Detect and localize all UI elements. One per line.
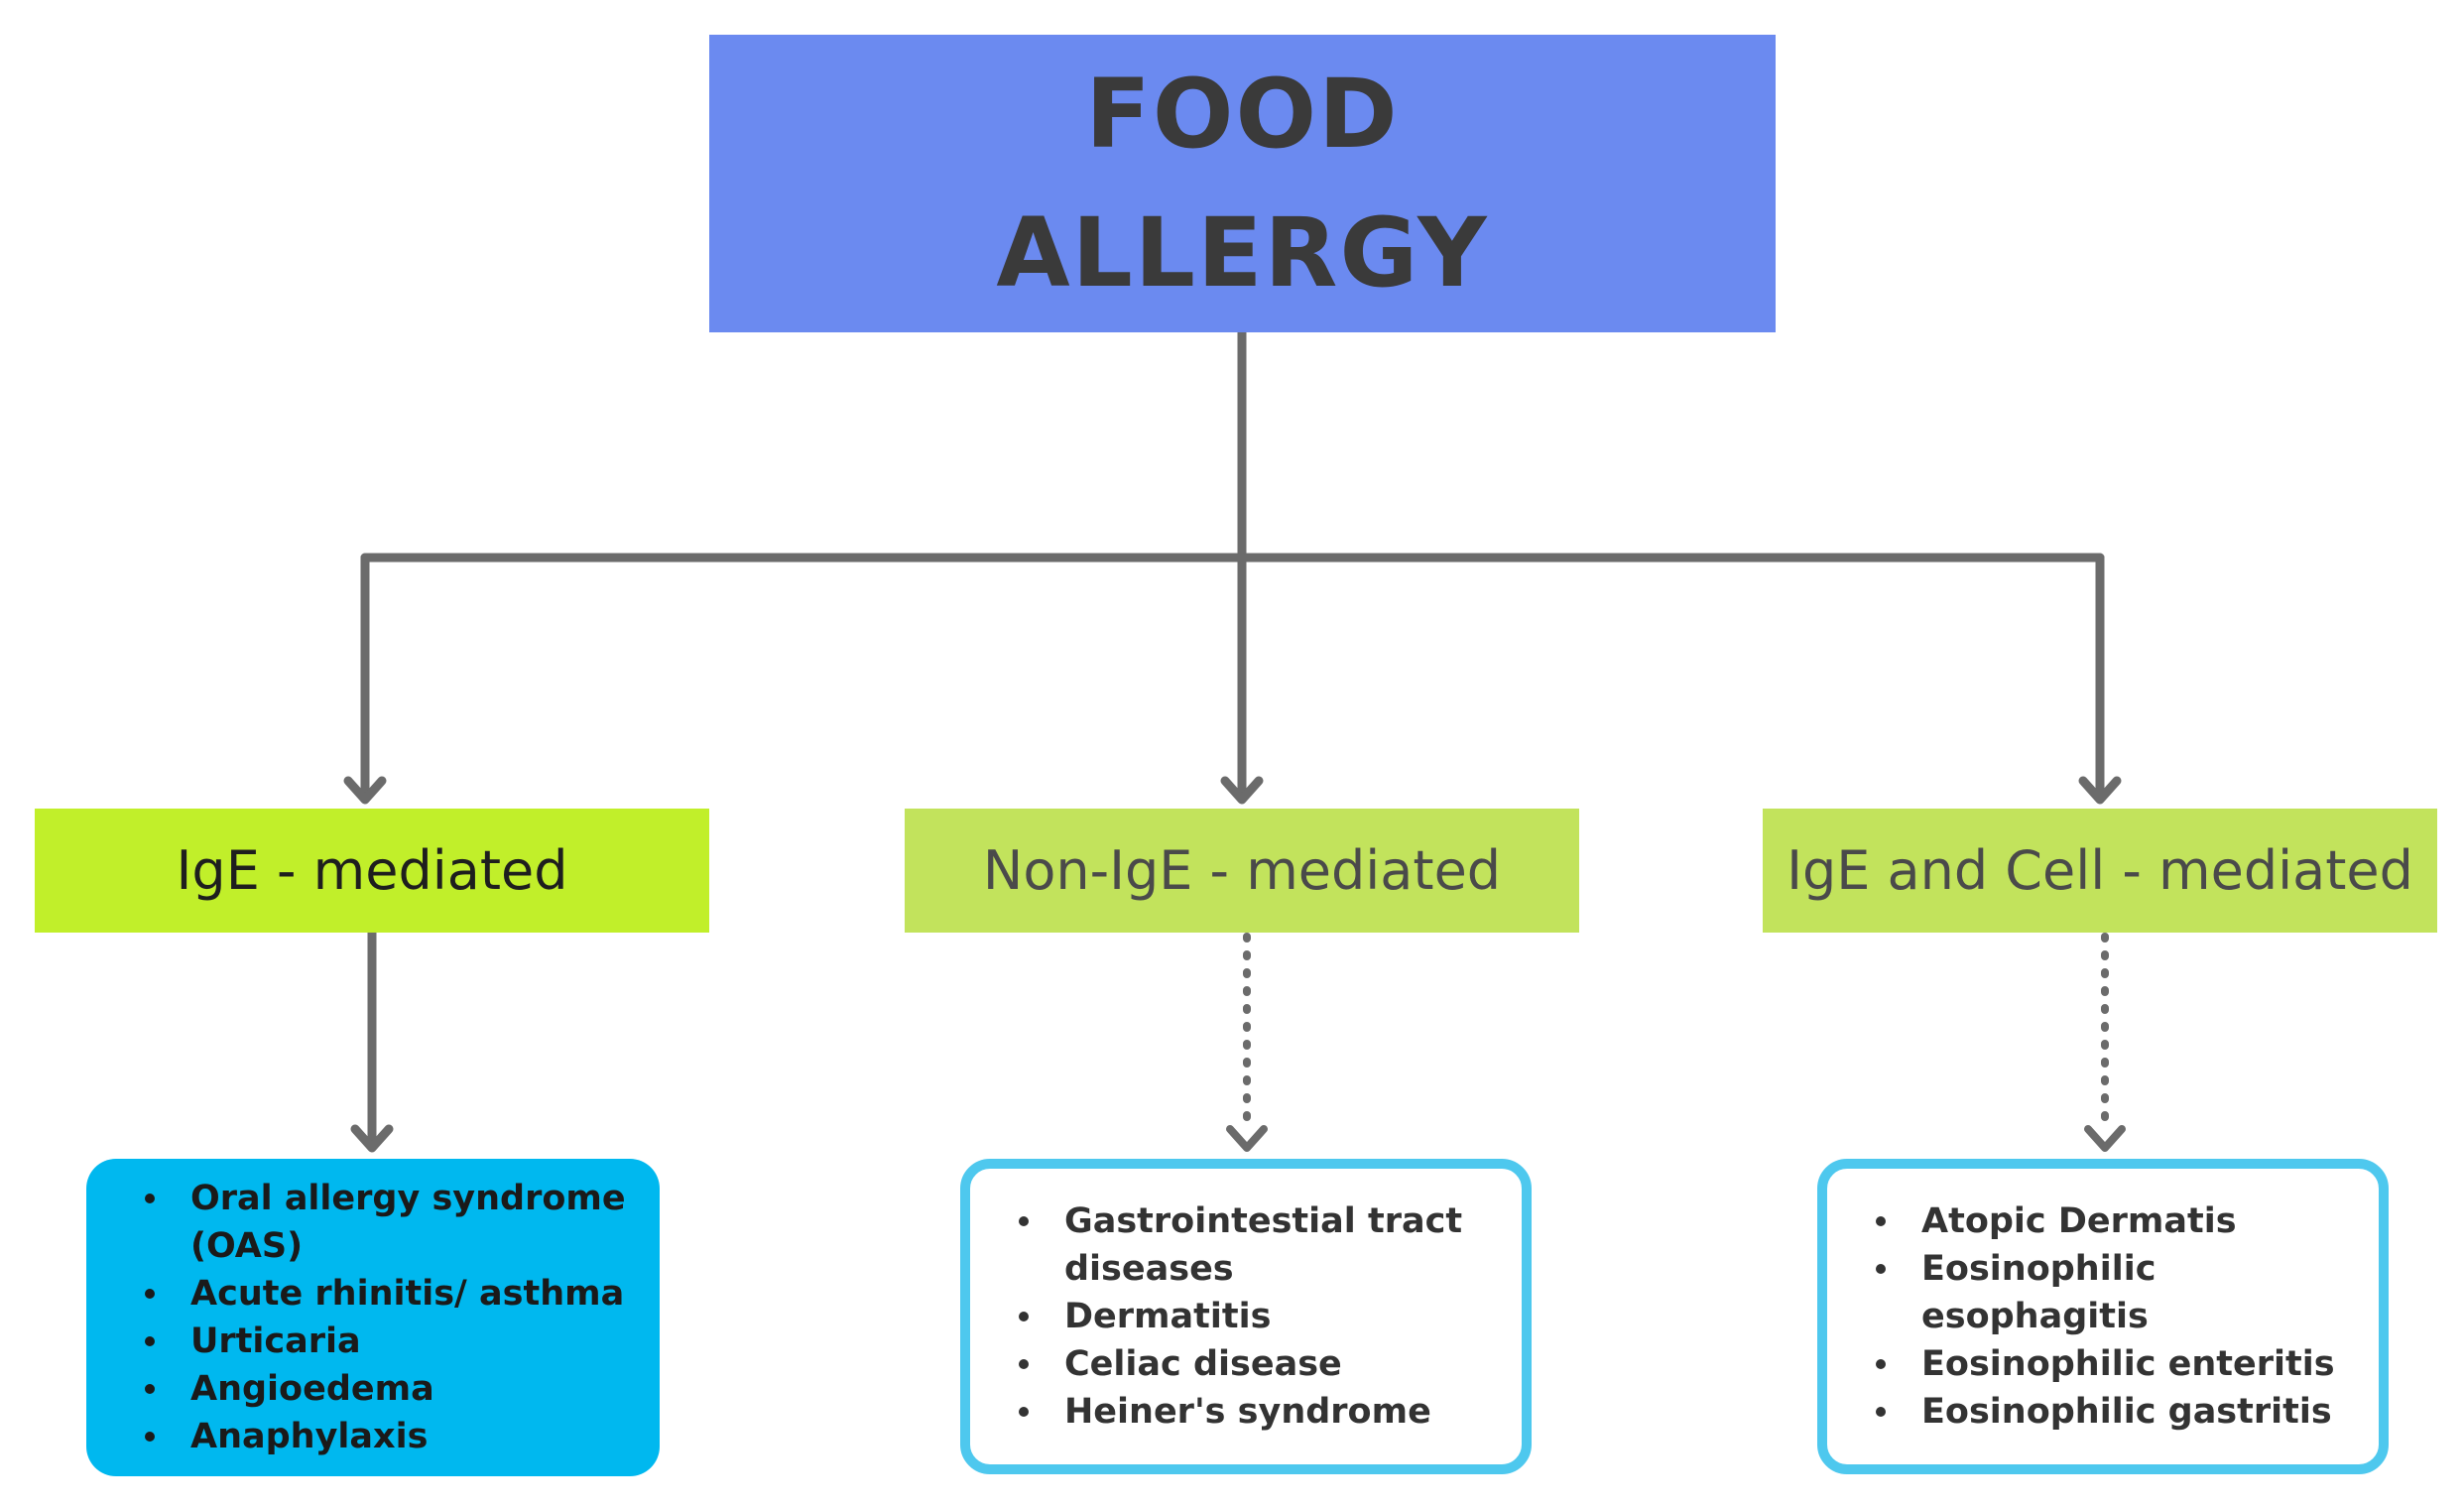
arrowhead-cell	[2078, 776, 2122, 805]
ige-cell-conditions-list: Atopic Dermatis Eosinophilic esophagitis…	[1872, 1197, 2369, 1436]
category-label-non-ige: Non-IgE - mediated	[982, 839, 1502, 902]
ige-conditions-box: Oral allergy syndrome (OAS) Acute rhinit…	[86, 1159, 660, 1476]
list-item: Angioedema	[141, 1365, 640, 1413]
list-item: Heiner's syndrome	[1015, 1388, 1502, 1436]
list-item: Atopic Dermatis	[1872, 1197, 2369, 1245]
arrowhead-cell-list	[2084, 1125, 2126, 1152]
list-item: Gastrointestial tract diseases	[1015, 1197, 1502, 1293]
food-allergy-root-node: FOOD ALLERGY	[709, 35, 1776, 332]
list-item: Anaphylaxis	[141, 1413, 640, 1460]
root-title-line-1: FOOD	[1085, 59, 1400, 170]
list-item: Eosinophilic enteritis	[1872, 1340, 2369, 1388]
root-title-line-2: ALLERGY	[996, 197, 1489, 309]
list-item: Oral allergy syndrome (OAS)	[141, 1175, 640, 1270]
arrowhead-nonige	[1220, 776, 1264, 805]
list-item: Eosinophilic esophagitis	[1872, 1245, 2369, 1340]
category-label-ige-cell: IgE and Cell - mediated	[1786, 839, 2413, 902]
arrowhead-nonige-list	[1226, 1125, 1268, 1152]
category-non-ige-mediated: Non-IgE - mediated	[905, 809, 1579, 933]
arrowhead-ige	[343, 776, 387, 805]
ige-cell-conditions-box: Atopic Dermatis Eosinophilic esophagitis…	[1817, 1159, 2389, 1474]
arrowhead-ige-list	[350, 1124, 394, 1153]
list-item: Acute rhinitis/ asthma	[141, 1270, 640, 1318]
non-ige-conditions-box: Gastrointestial tract diseases Dermatiti…	[960, 1159, 1532, 1474]
list-item: Celiac disease	[1015, 1340, 1502, 1388]
category-ige-mediated: IgE - mediated	[35, 809, 709, 933]
list-item: Urticaria	[141, 1318, 640, 1365]
non-ige-conditions-list: Gastrointestial tract diseases Dermatiti…	[1015, 1197, 1502, 1436]
list-item: Eosinophilic gastritis	[1872, 1388, 2369, 1436]
ige-conditions-list: Oral allergy syndrome (OAS) Acute rhinit…	[141, 1175, 640, 1460]
category-ige-and-cell-mediated: IgE and Cell - mediated	[1763, 809, 2437, 933]
list-item: Dermatitis	[1015, 1293, 1502, 1340]
category-label-ige: IgE - mediated	[176, 839, 568, 902]
